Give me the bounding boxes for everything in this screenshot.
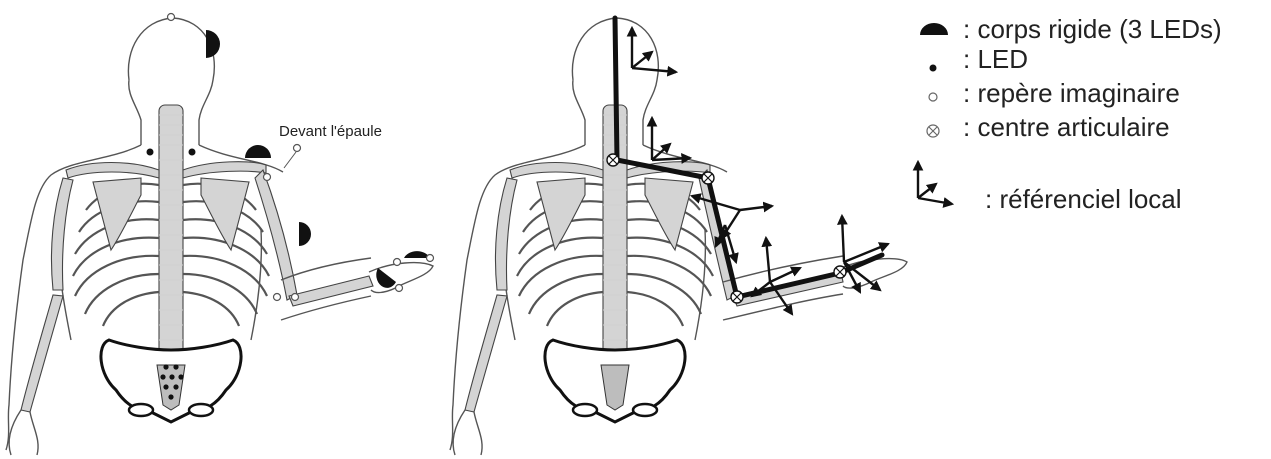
axes-frame-icon bbox=[918, 162, 952, 204]
legend-label-imaginary-marker: : repère imaginaire bbox=[963, 78, 1180, 108]
callout-devant-epaule: Devant l'épaule bbox=[279, 123, 382, 140]
legend-item-joint-center: : centre articulaire bbox=[927, 112, 1170, 142]
imaginary-marker-front-shoulder bbox=[294, 145, 301, 152]
legend-item-led: : LED bbox=[930, 44, 1029, 74]
figure-right-skeleton bbox=[450, 18, 907, 455]
legend-label-rigid-body: : corps rigide (3 LEDs) bbox=[963, 14, 1222, 44]
hollow-circle-icon bbox=[929, 93, 937, 101]
imaginary-marker-elbow-1 bbox=[274, 294, 281, 301]
legend-item-rigid-body: : corps rigide (3 LEDs) bbox=[920, 14, 1222, 44]
led-shoulder-left bbox=[147, 149, 154, 156]
legend-label-local-frame: : référenciel local bbox=[985, 184, 1182, 214]
imaginary-marker-wrist-1 bbox=[394, 259, 401, 266]
left-figure-forearm bbox=[289, 276, 373, 306]
legend-item-imaginary-marker: : repère imaginaire bbox=[929, 78, 1180, 108]
led-shoulder-right bbox=[189, 149, 196, 156]
circled-cross-icon bbox=[927, 125, 939, 137]
filled-dot-icon bbox=[930, 65, 937, 72]
local-frame-head bbox=[632, 28, 676, 72]
imaginary-marker-wrist-2 bbox=[396, 285, 403, 292]
left-figure-markers: Devant l'épaule bbox=[147, 14, 434, 400]
callout-leader-line bbox=[284, 152, 296, 168]
rigid-body-wrist bbox=[376, 268, 396, 288]
legend-label-led: : LED bbox=[963, 44, 1028, 74]
legend-item-local-frame: : référenciel local bbox=[918, 162, 1182, 214]
rigid-body-half-disc-icon bbox=[920, 23, 948, 35]
imaginary-marker-head-top bbox=[168, 14, 175, 21]
imaginary-marker-shoulder bbox=[264, 174, 271, 181]
imaginary-marker-hand bbox=[427, 255, 434, 262]
imaginary-marker-elbow-2 bbox=[292, 294, 299, 301]
rigid-body-shoulder bbox=[245, 145, 271, 158]
legend-label-joint-center: : centre articulaire bbox=[963, 112, 1170, 142]
kinematic-chain bbox=[607, 18, 882, 303]
rigid-body-upper-arm bbox=[299, 222, 311, 246]
figure-left-skeleton bbox=[6, 18, 433, 455]
legend: : corps rigide (3 LEDs) : LED : repère i… bbox=[918, 14, 1222, 214]
local-frame-elbow bbox=[752, 238, 800, 314]
local-frame-thorax bbox=[652, 118, 690, 160]
rigid-body-head bbox=[206, 30, 220, 58]
